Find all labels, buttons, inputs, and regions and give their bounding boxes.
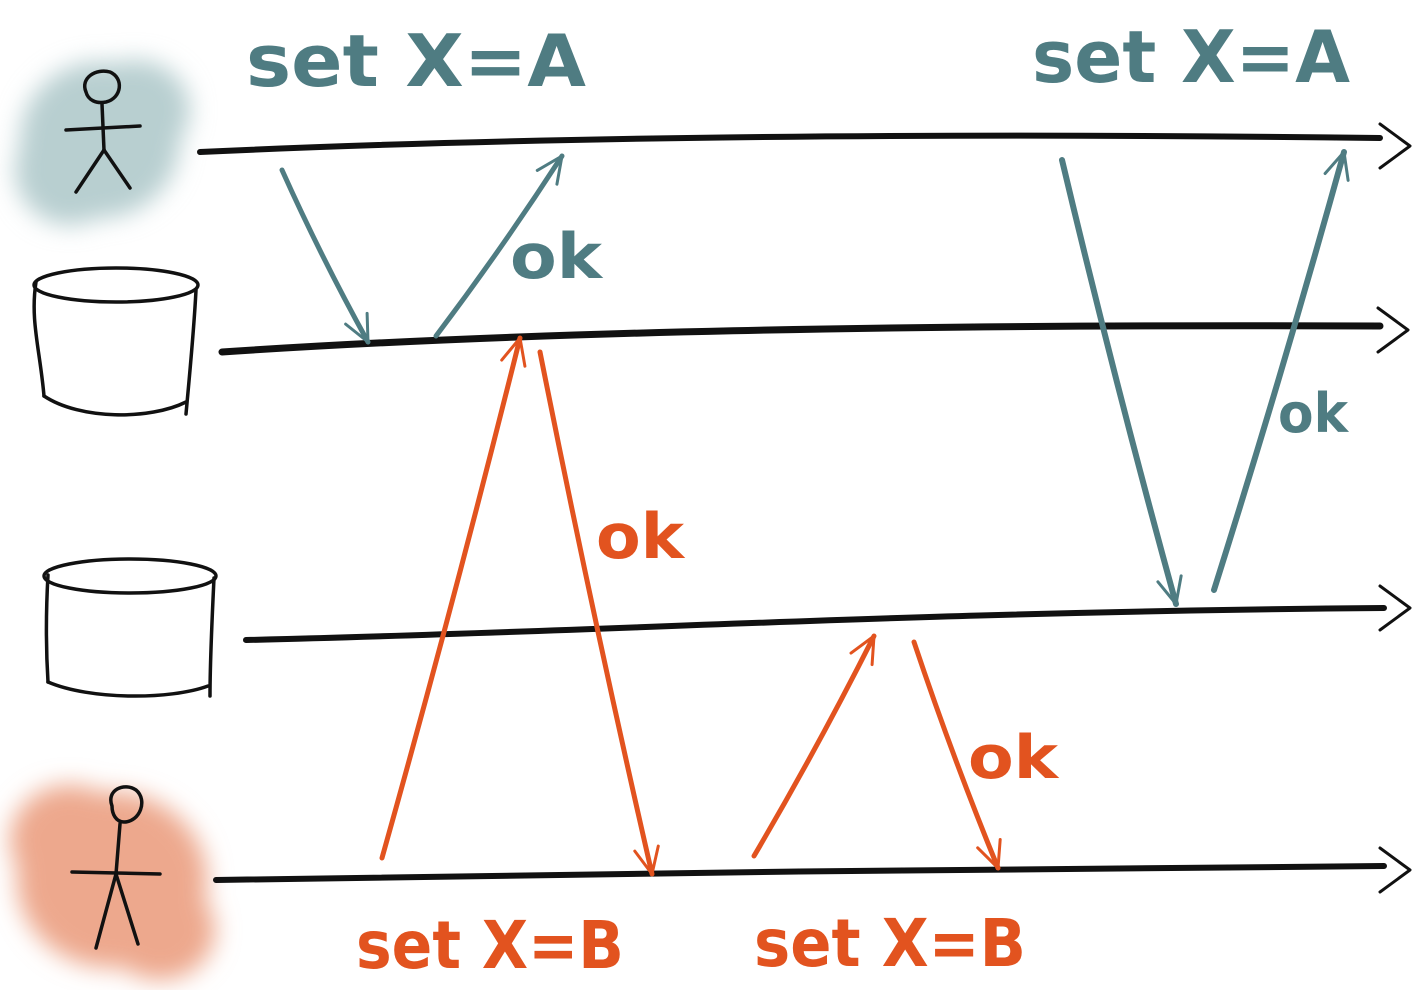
message-client-b-to-replica-1-write-arrowhead xyxy=(500,336,527,368)
message-replica-1-to-client-a-ok xyxy=(433,153,565,339)
replica-2-actor xyxy=(42,557,218,698)
timeline-client-b-arrowhead xyxy=(1378,846,1412,894)
timeline-client-b xyxy=(213,846,1412,894)
message-client-b-to-replica-1-write xyxy=(379,335,527,861)
message-replica-2-to-client-b-ok-arrowhead xyxy=(976,837,1002,870)
person-icon xyxy=(64,69,142,194)
message-client-b-to-replica-1-write-shaft xyxy=(379,335,523,861)
message-replica-1-to-client-a-ok-shaft xyxy=(433,153,565,339)
message-client-a-to-replica-2-write xyxy=(1059,157,1183,607)
client-a-actor xyxy=(15,60,190,225)
client-b-actor xyxy=(10,785,215,980)
client-a-write-label-1: set X=A xyxy=(246,19,586,103)
ack-label-client-b-replica-1: ok xyxy=(596,500,686,573)
message-replica-2-to-client-a-ok xyxy=(1211,149,1350,593)
replica-1-actor xyxy=(32,266,200,417)
message-replica-1-to-client-b-ok-arrowhead xyxy=(633,844,660,876)
message-replica-2-to-client-a-ok-arrowhead xyxy=(1323,150,1350,182)
timeline-replica-1-arrowhead xyxy=(1376,306,1410,354)
message-client-a-to-replica-1-write-arrowhead xyxy=(344,311,370,344)
message-replica-2-to-client-a-ok-shaft xyxy=(1211,149,1347,593)
message-replica-1-to-client-a-ok-arrowhead xyxy=(535,154,564,186)
message-replica-2-to-client-b-ok xyxy=(911,639,1002,871)
timeline-client-a-line xyxy=(197,132,1383,155)
timeline-client-a-arrowhead xyxy=(1378,122,1412,170)
message-client-b-to-replica-2-write-arrowhead xyxy=(849,634,876,667)
timeline-replica-1-line xyxy=(218,322,1384,356)
timeline-replica-1 xyxy=(218,306,1410,356)
message-replica-2-to-client-b-ok-shaft xyxy=(911,639,1001,871)
timeline-replica-2-arrowhead xyxy=(1378,584,1412,632)
ack-label-client-b-replica-2: ok xyxy=(968,723,1060,793)
messages xyxy=(279,149,1350,877)
message-client-b-to-replica-2-write xyxy=(751,633,877,859)
message-client-a-to-replica-2-write-arrowhead xyxy=(1156,574,1183,606)
ack-label-client-a-replica-2: ok xyxy=(1278,382,1349,445)
message-replica-1-to-client-b-ok-shaft xyxy=(537,349,655,877)
timelines xyxy=(197,122,1412,894)
client-b-write-label-2: set X=B xyxy=(754,905,1026,982)
message-replica-1-to-client-b-ok xyxy=(537,349,660,877)
client-a-write-label-2: set X=A xyxy=(1032,15,1350,99)
person-icon xyxy=(70,785,162,950)
timeline-client-b-line xyxy=(213,863,1387,883)
labels: set X=A set X=A ok ok ok ok set X=B set … xyxy=(246,15,1350,984)
client-b-blob xyxy=(10,785,215,980)
message-client-a-to-replica-1-write-shaft xyxy=(279,167,371,345)
client-a-blob xyxy=(15,60,190,225)
timeline-replica-2 xyxy=(243,584,1412,643)
message-client-a-to-replica-1-write xyxy=(279,167,371,345)
timeline-client-a xyxy=(197,122,1412,170)
database-icon xyxy=(42,557,218,698)
client-b-write-label-1: set X=B xyxy=(356,907,624,984)
message-client-a-to-replica-2-write-shaft xyxy=(1059,157,1179,607)
message-client-b-to-replica-2-write-shaft xyxy=(751,633,877,859)
timeline-replica-2-line xyxy=(243,605,1387,643)
database-icon xyxy=(32,266,200,417)
ack-label-client-a-replica-1: ok xyxy=(510,220,604,293)
